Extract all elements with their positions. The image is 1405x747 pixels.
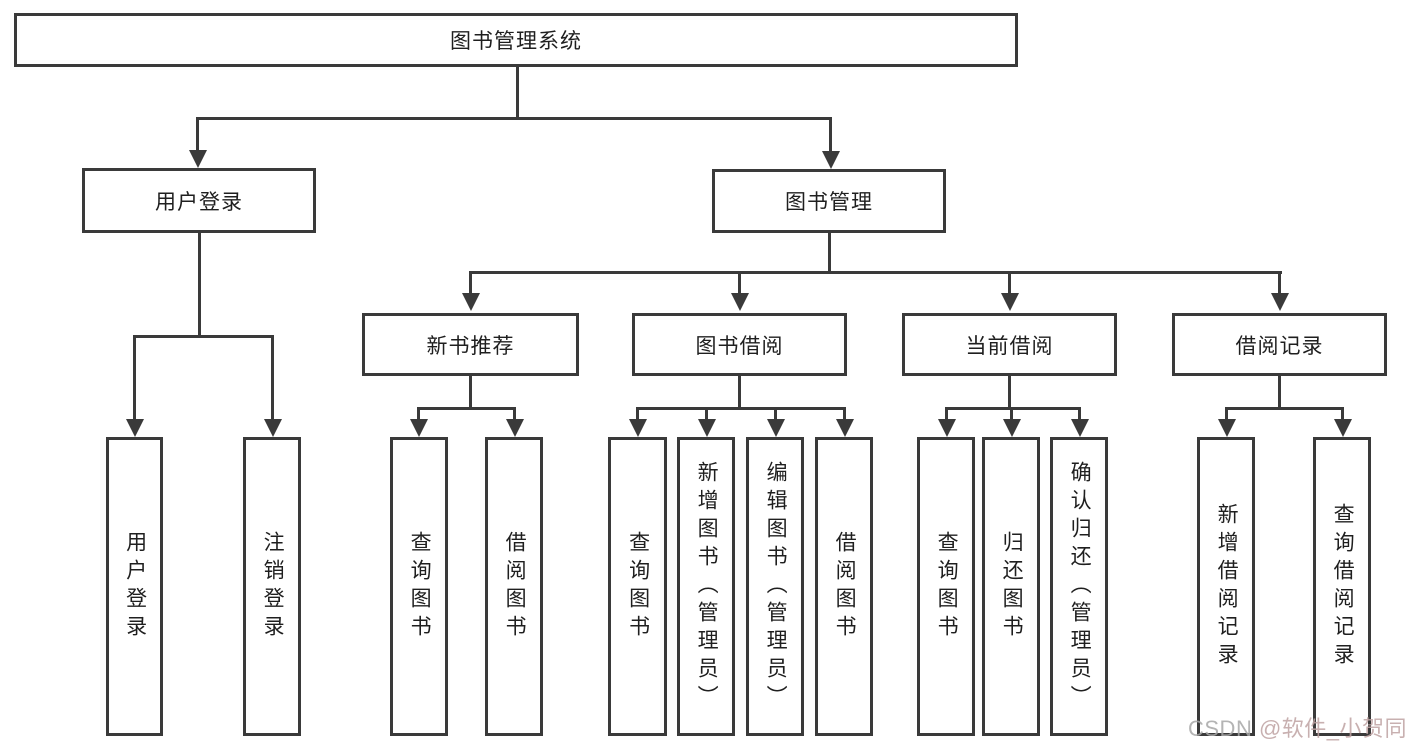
connector-line bbox=[1010, 407, 1013, 421]
node-book-borrow: 图书借阅 bbox=[632, 313, 847, 376]
leaf-user-login-label: 用户登录 bbox=[123, 530, 147, 643]
arrow-down-icon bbox=[767, 419, 785, 437]
watermark-username: @软件_小贺同学 bbox=[1258, 716, 1405, 741]
connector-line bbox=[636, 407, 846, 410]
connector-line bbox=[417, 407, 420, 421]
connector-line bbox=[1225, 407, 1228, 421]
leaf-query-books-currentborrow-label: 查询图书 bbox=[935, 530, 959, 643]
leaf-borrow-books-bookborrow-label: 借阅图书 bbox=[833, 530, 857, 643]
arrow-down-icon bbox=[938, 419, 956, 437]
leaf-query-books-newbooks: 查询图书 bbox=[390, 437, 448, 736]
arrow-down-icon bbox=[1003, 419, 1021, 437]
connector-line bbox=[1008, 376, 1011, 410]
arrow-down-icon bbox=[1271, 293, 1289, 311]
arrow-down-icon bbox=[264, 419, 282, 437]
leaf-logout: 注销登录 bbox=[243, 437, 301, 736]
connector-line bbox=[513, 407, 516, 421]
node-root-label: 图书管理系统 bbox=[450, 30, 582, 53]
leaf-add-borrow-record-label: 新增借阅记录 bbox=[1215, 502, 1239, 671]
connector-line bbox=[774, 407, 777, 421]
arrow-down-icon bbox=[836, 419, 854, 437]
connector-line bbox=[1008, 271, 1011, 295]
leaf-confirm-return-admin-label: 确认归还（管理员） bbox=[1068, 460, 1092, 713]
connector-line bbox=[1078, 407, 1081, 421]
connector-line bbox=[417, 407, 516, 410]
arrow-down-icon bbox=[629, 419, 647, 437]
leaf-edit-books-admin: 编辑图书（管理员） bbox=[746, 437, 804, 736]
leaf-query-books-newbooks-label: 查询图书 bbox=[408, 530, 432, 643]
connector-line bbox=[469, 376, 472, 410]
node-user-login-label: 用户登录 bbox=[155, 190, 243, 214]
arrow-down-icon bbox=[1001, 293, 1019, 311]
watermark: CSDN @软件_小贺同学 bbox=[1188, 711, 1405, 743]
leaf-logout-label: 注销登录 bbox=[261, 530, 285, 643]
connector-line bbox=[945, 407, 948, 421]
leaf-borrow-books-bookborrow: 借阅图书 bbox=[815, 437, 873, 736]
leaf-query-books-bookborrow: 查询图书 bbox=[608, 437, 667, 736]
connector-line bbox=[1278, 271, 1281, 295]
node-new-books: 新书推荐 bbox=[362, 313, 579, 376]
connector-line bbox=[133, 335, 136, 421]
arrow-down-icon bbox=[126, 419, 144, 437]
node-book-borrow-label: 图书借阅 bbox=[695, 334, 784, 358]
leaf-query-books-bookborrow-label: 查询图书 bbox=[626, 530, 650, 643]
leaf-add-borrow-record: 新增借阅记录 bbox=[1197, 437, 1255, 736]
connector-line bbox=[738, 271, 741, 295]
connector-line bbox=[843, 407, 846, 421]
connector-line bbox=[738, 376, 741, 410]
connector-line bbox=[271, 335, 274, 421]
leaf-query-books-currentborrow: 查询图书 bbox=[917, 437, 975, 736]
connector-line bbox=[516, 67, 519, 120]
connector-line bbox=[636, 407, 639, 421]
arrow-down-icon bbox=[189, 150, 207, 168]
connector-line bbox=[829, 117, 832, 152]
connector-line bbox=[198, 233, 201, 338]
leaf-confirm-return-admin: 确认归还（管理员） bbox=[1050, 437, 1108, 736]
arrow-down-icon bbox=[731, 293, 749, 311]
arrow-down-icon bbox=[462, 293, 480, 311]
connector-line bbox=[1341, 407, 1344, 421]
connector-line bbox=[196, 117, 832, 120]
node-current-borrow: 当前借阅 bbox=[902, 313, 1117, 376]
leaf-add-books-admin: 新增图书（管理员） bbox=[677, 437, 735, 736]
arrow-down-icon bbox=[1334, 419, 1352, 437]
connector-line bbox=[469, 271, 1282, 274]
node-user-login: 用户登录 bbox=[82, 168, 316, 233]
leaf-add-books-admin-label: 新增图书（管理员） bbox=[695, 460, 719, 713]
arrow-down-icon bbox=[698, 419, 716, 437]
arrow-down-icon bbox=[1071, 419, 1089, 437]
watermark-site: CSDN bbox=[1188, 716, 1259, 741]
leaf-edit-books-admin-label: 编辑图书（管理员） bbox=[764, 460, 788, 713]
leaf-borrow-books-newbooks: 借阅图书 bbox=[485, 437, 543, 736]
leaf-return-books: 归还图书 bbox=[982, 437, 1040, 736]
node-borrow-records: 借阅记录 bbox=[1172, 313, 1387, 376]
node-root: 图书管理系统 bbox=[14, 13, 1018, 67]
node-current-borrow-label: 当前借阅 bbox=[965, 334, 1054, 358]
leaf-return-books-label: 归还图书 bbox=[1000, 530, 1024, 643]
leaf-borrow-books-newbooks-label: 借阅图书 bbox=[503, 530, 527, 643]
connector-line bbox=[469, 271, 472, 295]
connector-line bbox=[196, 117, 199, 152]
node-borrow-records-label: 借阅记录 bbox=[1235, 334, 1324, 358]
node-new-books-label: 新书推荐 bbox=[426, 334, 515, 358]
connector-line bbox=[1278, 376, 1281, 410]
arrow-down-icon bbox=[1218, 419, 1236, 437]
connector-line bbox=[828, 233, 831, 274]
node-book-mgmt: 图书管理 bbox=[712, 169, 946, 233]
node-book-mgmt-label: 图书管理 bbox=[785, 191, 873, 214]
arrow-down-icon bbox=[410, 419, 428, 437]
connector-line bbox=[945, 407, 1081, 410]
leaf-query-borrow-record-label: 查询借阅记录 bbox=[1331, 502, 1355, 671]
arrow-down-icon bbox=[506, 419, 524, 437]
leaf-user-login: 用户登录 bbox=[106, 437, 163, 736]
connector-line bbox=[1225, 407, 1344, 410]
connector-line bbox=[705, 407, 708, 421]
arrow-down-icon bbox=[822, 151, 840, 169]
connector-line bbox=[133, 335, 274, 338]
leaf-query-borrow-record: 查询借阅记录 bbox=[1313, 437, 1371, 736]
